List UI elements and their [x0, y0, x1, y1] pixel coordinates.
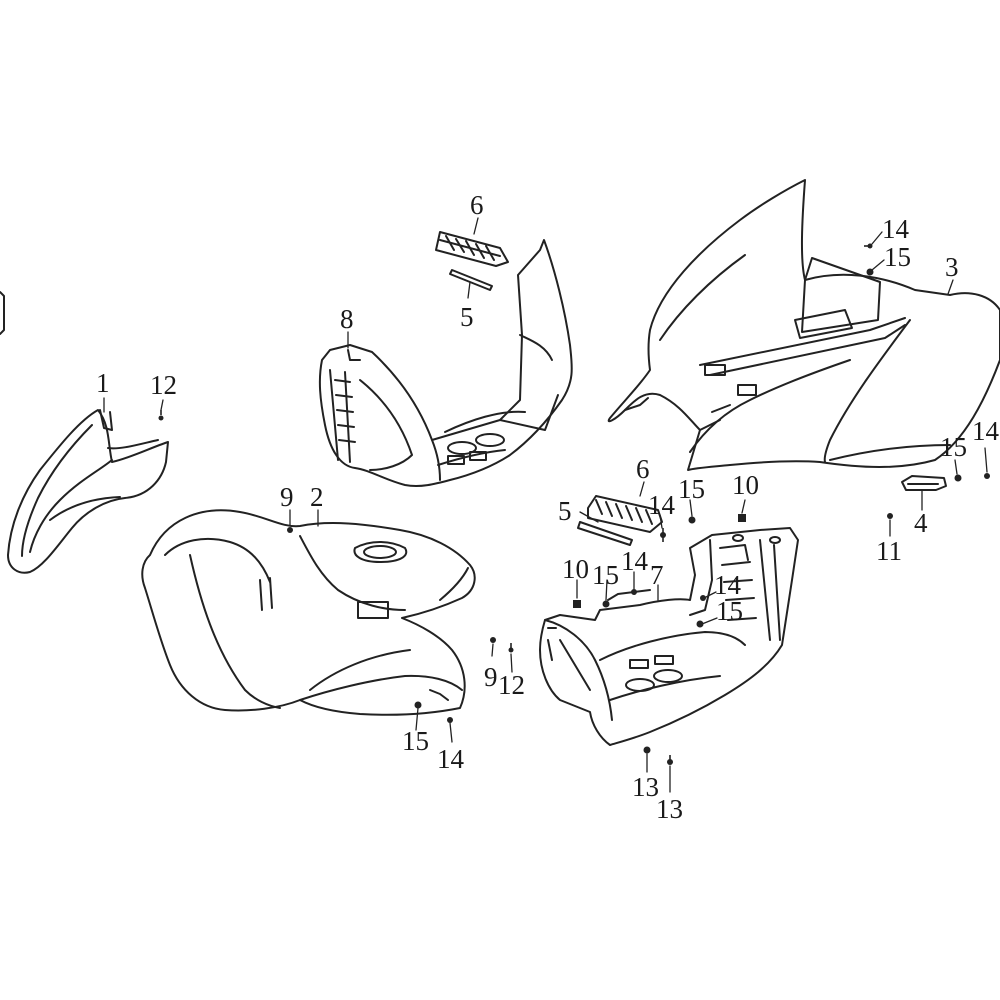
- bracket-part: [901, 475, 947, 491]
- callout-part-1: 1: [96, 368, 110, 398]
- edge-fragment-part: [0, 291, 5, 335]
- callout-part-3: 3: [945, 252, 959, 282]
- callout-part-14-rear: 14: [882, 214, 910, 244]
- callout-part-5-lower: 5: [558, 496, 572, 526]
- callout-labels: 1 12 9 2 6 5 8 14 15 3 15 14 4 11 6 5 14…: [96, 190, 1000, 824]
- callout-part-14-grip: 14: [648, 490, 676, 520]
- footrest-rod-lower-part: [577, 521, 633, 546]
- callout-part-7: 7: [650, 560, 664, 590]
- callout-part-14-right: 14: [714, 570, 742, 600]
- front-nose-cover-part: [7, 409, 169, 574]
- callout-part-14-fender: 14: [437, 744, 465, 774]
- callout-part-15-right: 15: [716, 596, 743, 626]
- footrest-grip-upper-part: [435, 231, 509, 267]
- callout-part-5-upper: 5: [460, 302, 474, 332]
- callout-part-6-lower: 6: [636, 454, 650, 484]
- callout-part-9-lower: 9: [484, 662, 498, 692]
- callout-part-10-lower: 10: [562, 554, 589, 584]
- callout-part-13-right: 13: [656, 794, 683, 824]
- callout-part-10-upper: 10: [732, 470, 759, 500]
- callout-part-2: 2: [310, 482, 324, 512]
- callout-part-14-left: 14: [621, 546, 649, 576]
- callout-part-9: 9: [280, 482, 294, 512]
- callout-part-15-fender: 15: [402, 726, 429, 756]
- callout-part-13-left: 13: [632, 772, 659, 802]
- rear-fender-part: [607, 179, 1000, 471]
- callout-part-15-grip: 15: [678, 474, 705, 504]
- callout-part-8: 8: [340, 304, 354, 334]
- callout-part-15-bracket: 15: [940, 432, 967, 462]
- leader-lines: [103, 217, 988, 793]
- left-footwell-part: [318, 239, 573, 488]
- callout-part-12-lower: 12: [498, 670, 525, 700]
- right-footwell-part: [539, 527, 799, 746]
- callout-part-14-bracket: 14: [972, 416, 1000, 446]
- callout-part-11: 11: [876, 536, 902, 566]
- callout-part-15-left: 15: [592, 560, 619, 590]
- callout-part-15-rear: 15: [884, 242, 911, 272]
- callout-part-12: 12: [150, 370, 177, 400]
- callout-part-4: 4: [914, 508, 928, 538]
- callout-part-6-upper: 6: [470, 190, 484, 220]
- footrest-grip-lower-part: [587, 495, 663, 533]
- footrest-rod-upper-part: [449, 269, 493, 291]
- front-fender-part: [141, 509, 476, 716]
